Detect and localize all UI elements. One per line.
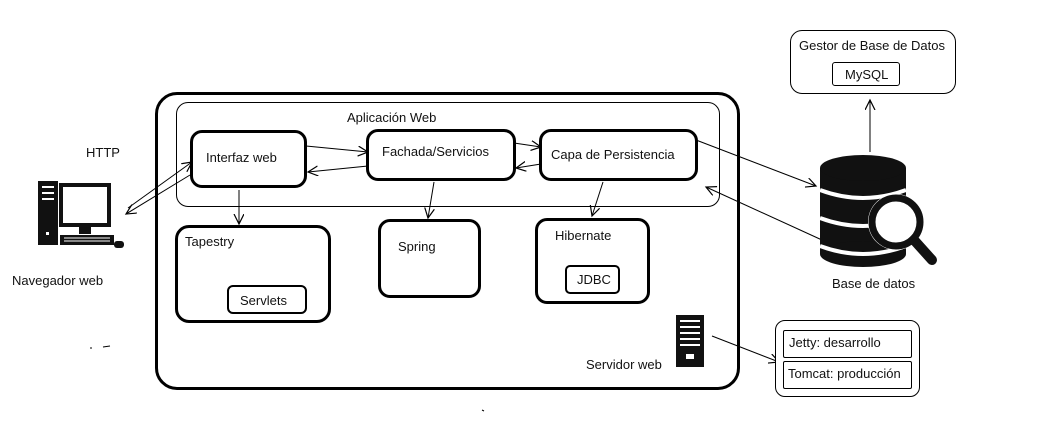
web-interface-label: Interfaz web (206, 150, 277, 165)
facade-services-box (366, 129, 516, 181)
arrow-persistence-to-database (695, 139, 816, 186)
database-label: Base de datos (832, 276, 916, 291)
http-label: HTTP (86, 145, 120, 160)
arrow-facade-to-spring (428, 181, 434, 218)
spring-label: Spring (398, 239, 436, 254)
web-application-label: Aplicación Web (347, 110, 437, 125)
arrow-interface-to-browser (126, 174, 191, 214)
desktop-computer-icon (38, 181, 124, 248)
persistence-layer-label: Capa de Persistencia (551, 147, 675, 162)
arrow-facade-to-persistence (513, 143, 541, 147)
stray-mark (90, 345, 111, 349)
server-tower-icon (676, 315, 704, 367)
stray-mark (481, 409, 485, 412)
arrow-interface-to-facade (305, 145, 368, 152)
persistence-layer-box (539, 129, 698, 181)
tapestry-label: Tapestry (185, 234, 235, 249)
web-application-container (176, 102, 720, 207)
jdbc-label: JDBC (577, 272, 611, 287)
web-server-label: Servidor web (586, 357, 662, 372)
arrow-server-to-containers (711, 335, 779, 362)
servlets-box (227, 285, 307, 314)
arrow-database-to-webapp (706, 187, 823, 241)
arrow-persistence-to-facade (516, 164, 542, 168)
web-interface-box (190, 130, 307, 188)
tomcat-box (783, 361, 912, 389)
servlets-label: Servlets (240, 293, 287, 308)
web-server-container (155, 92, 740, 390)
jetty-box (783, 330, 912, 358)
jetty-label: Jetty: desarrollo (789, 335, 881, 350)
mysql-box (832, 62, 900, 86)
arrow-browser-to-interface (127, 162, 192, 209)
mysql-label: MySQL (845, 67, 889, 82)
arrow-persistence-to-hibernate (592, 181, 604, 216)
browser-label: Navegador web (12, 273, 104, 288)
facade-services-label: Fachada/Servicios (382, 144, 489, 159)
spring-box (378, 219, 481, 298)
hibernate-label: Hibernate (555, 228, 612, 243)
arrow-facade-to-interface (308, 165, 369, 172)
tomcat-label: Tomcat: producción (788, 366, 901, 381)
database-search-icon (819, 155, 937, 267)
db-manager-label: Gestor de Base de Datos (799, 38, 945, 53)
jdbc-box (565, 265, 620, 294)
